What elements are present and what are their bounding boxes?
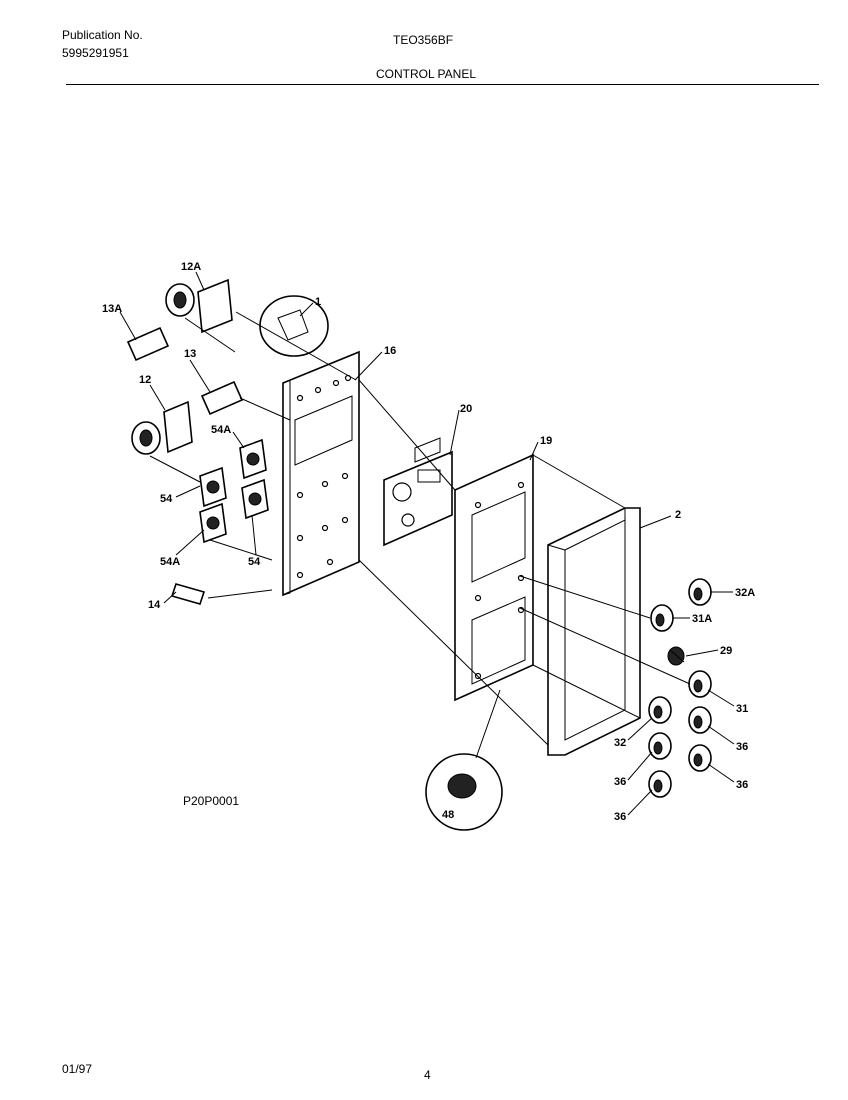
knob-32 <box>648 696 672 724</box>
model-number: TEO356BF <box>393 33 454 47</box>
knob-36-d <box>648 770 672 798</box>
callout-48: 48 <box>442 809 454 821</box>
callout-54A-bottom: 54A <box>160 556 180 568</box>
callout-54-right: 54 <box>248 556 261 568</box>
callout-leaders <box>119 271 735 816</box>
callout-19: 19 <box>540 435 552 447</box>
switch-part-54-right <box>241 478 269 520</box>
publication-label: Publication No. <box>62 28 143 42</box>
diagram-code: P20P0001 <box>183 794 239 808</box>
callout-36-a: 36 <box>736 741 748 753</box>
thermostat-part-12A <box>165 278 236 353</box>
callout-32: 32 <box>614 737 626 749</box>
switch-part-13 <box>200 380 244 416</box>
knob-32A <box>688 578 712 606</box>
detail-circle-part-48 <box>425 689 503 831</box>
alignment-lines <box>209 311 691 746</box>
callout-36-b: 36 <box>614 776 626 788</box>
knob-36-c <box>688 744 712 772</box>
callout-20: 20 <box>460 403 472 415</box>
switch-part-54A-top <box>239 438 267 480</box>
callout-2: 2 <box>675 509 681 521</box>
thermostat-part-12 <box>131 400 201 483</box>
header-rule <box>66 84 819 85</box>
callout-32A: 32A <box>735 587 755 599</box>
switch-part-54A-bottom <box>199 502 227 544</box>
callout-54A-top: 54A <box>211 424 231 436</box>
callout-12: 12 <box>139 374 151 386</box>
section-title: CONTROL PANEL <box>376 67 477 81</box>
knob-31 <box>688 670 712 698</box>
page-number: 4 <box>424 1068 431 1082</box>
light-part-14 <box>170 583 273 605</box>
callout-16: 16 <box>384 345 396 357</box>
callout-13: 13 <box>184 348 196 360</box>
switch-part-13A <box>126 326 170 362</box>
knob-36-a <box>688 706 712 734</box>
callout-14: 14 <box>148 599 161 611</box>
footer-date: 01/97 <box>62 1062 93 1076</box>
knob-36-b <box>648 732 672 760</box>
callout-12A: 12A <box>181 261 201 273</box>
callout-13A: 13A <box>102 303 122 315</box>
callout-54-left: 54 <box>160 493 173 505</box>
callout-36-d: 36 <box>614 811 626 823</box>
control-bracket-part-16 <box>282 350 360 597</box>
faceplate-part-19 <box>454 453 534 702</box>
spring-part-29 <box>667 646 685 666</box>
switch-part-54-left <box>199 466 227 508</box>
knob-31A <box>650 604 674 632</box>
trim-frame-part-2 <box>547 507 641 756</box>
clock-part-20 <box>383 437 453 547</box>
callout-31A: 31A <box>692 613 712 625</box>
callout-36-c: 36 <box>736 779 748 791</box>
callout-29: 29 <box>720 645 732 657</box>
publication-number: 5995291951 <box>62 46 129 60</box>
callout-31: 31 <box>736 703 748 715</box>
callout-1: 1 <box>315 296 321 308</box>
